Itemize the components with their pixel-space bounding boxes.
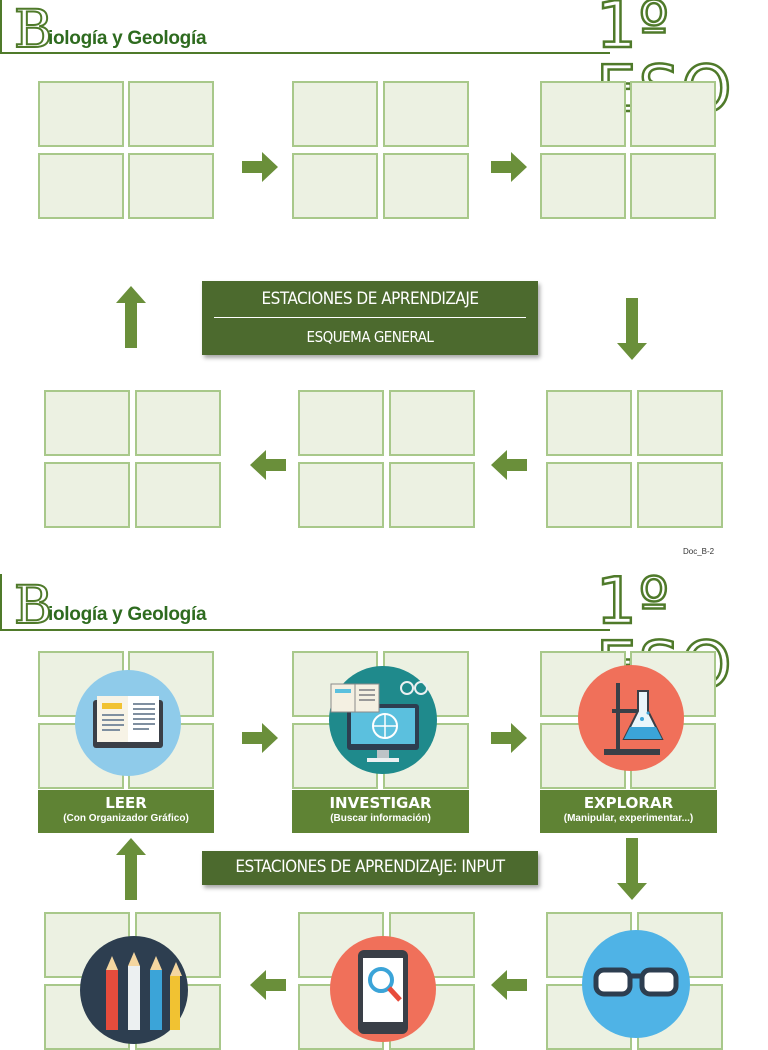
grid-cell — [383, 81, 469, 147]
station-title: INVESTIGAR — [329, 794, 432, 812]
grid-cell — [630, 153, 716, 219]
grid-cell — [546, 390, 632, 456]
subject-initial: B — [13, 0, 53, 60]
station-title: EXPLORAR — [583, 794, 674, 812]
station-label-leer: LEER (Con Organizador Gráfico) — [38, 790, 214, 833]
subject-title: iología y Geología — [48, 604, 207, 625]
grid-cell — [298, 390, 384, 456]
grid-cell — [637, 462, 723, 528]
station-subtitle: (Buscar información) — [330, 813, 431, 824]
grid-cell — [389, 462, 475, 528]
arrow-left-icon — [491, 970, 527, 1000]
banner-divider — [214, 317, 526, 318]
grid-cell — [38, 81, 124, 147]
station-label-investigar: INVESTIGAR (Buscar información) — [292, 790, 469, 833]
subject-title: iología y Geología — [48, 28, 207, 49]
station-subtitle: (Con Organizador Gráfico) — [63, 813, 189, 824]
grid-cell — [38, 153, 124, 219]
grid-cell — [292, 81, 378, 147]
computer-research-icon — [329, 666, 437, 774]
lab-flask-icon — [578, 665, 684, 771]
arrow-right-icon — [491, 152, 527, 182]
header-rule-left — [0, 0, 2, 52]
station-title: LEER — [105, 794, 147, 812]
arrow-left-icon — [250, 450, 286, 480]
station-label-explorar: EXPLORAR (Manipular, experimentar...) — [540, 790, 717, 833]
header-rule — [0, 52, 610, 54]
grid-cell — [44, 462, 130, 528]
glasses-icon — [582, 930, 690, 1038]
grid-cell — [540, 81, 626, 147]
subject-initial: B — [13, 576, 53, 636]
arrow-left-icon — [491, 450, 527, 480]
header-rule — [0, 629, 610, 631]
pencils-icon — [80, 936, 188, 1044]
grid-cell — [135, 390, 221, 456]
grid-cell — [389, 390, 475, 456]
title-banner: ESTACIONES DE APRENDIZAJE ESQUEMA GENERA… — [202, 281, 538, 355]
banner-title: ESTACIONES DE APRENDIZAJE: INPUT — [235, 857, 505, 877]
grid-cell — [44, 390, 130, 456]
arrow-up-icon — [116, 838, 146, 900]
header-rule-left — [0, 574, 2, 630]
grid-cell — [540, 153, 626, 219]
grid-cell — [128, 81, 214, 147]
tablet-search-icon — [330, 936, 436, 1042]
grid-cell — [383, 153, 469, 219]
banner-title: ESTACIONES DE APRENDIZAJE — [261, 289, 479, 309]
arrow-left-icon — [250, 970, 286, 1000]
banner-subtitle: ESQUEMA GENERAL — [306, 328, 434, 346]
station-subtitle: (Manipular, experimentar...) — [563, 813, 694, 824]
arrow-down-icon — [617, 838, 647, 900]
grid-cell — [128, 153, 214, 219]
arrow-right-icon — [491, 723, 527, 753]
arrow-up-icon — [116, 286, 146, 348]
grid-cell — [298, 462, 384, 528]
document-code: Doc_B-2 — [683, 547, 715, 556]
arrow-down-icon — [617, 298, 647, 360]
title-banner: ESTACIONES DE APRENDIZAJE: INPUT — [202, 851, 538, 885]
grid-cell — [637, 390, 723, 456]
grid-cell — [630, 81, 716, 147]
arrow-right-icon — [242, 723, 278, 753]
grid-cell — [546, 462, 632, 528]
grid-cell — [292, 153, 378, 219]
open-book-icon — [75, 670, 181, 776]
arrow-right-icon — [242, 152, 278, 182]
grid-cell — [135, 462, 221, 528]
